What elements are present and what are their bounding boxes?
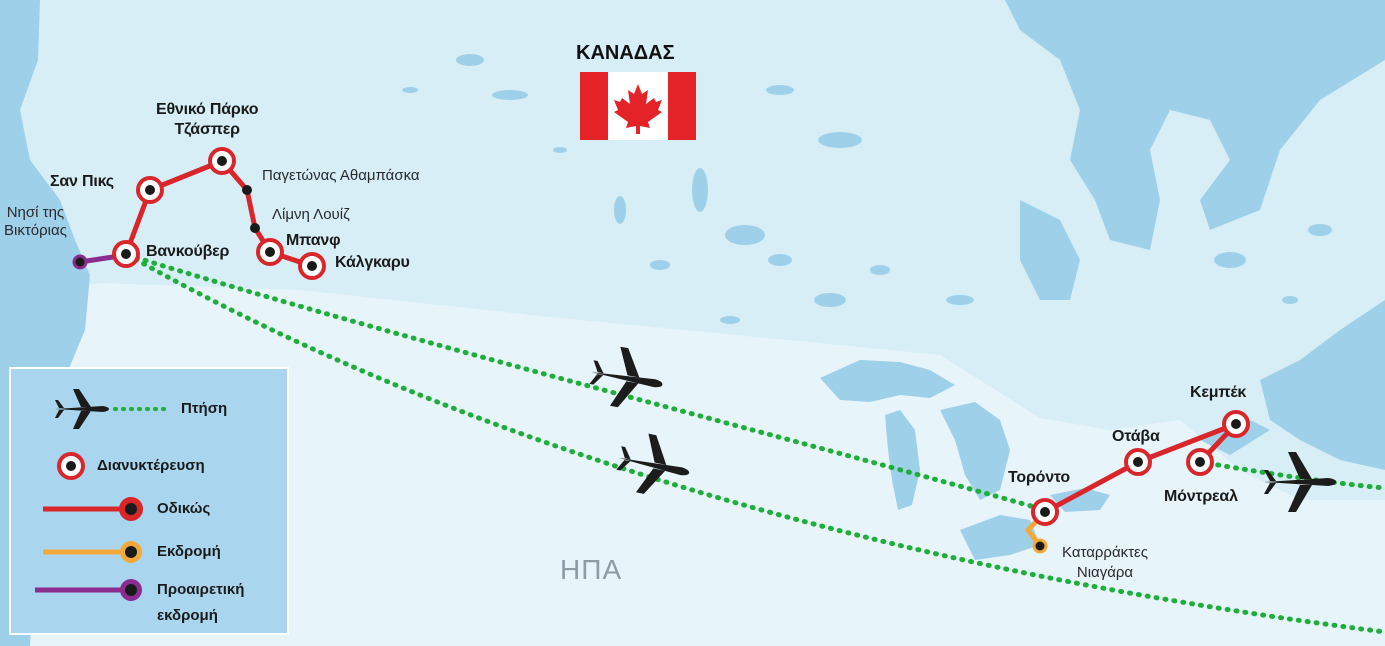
legend-symbols — [35, 389, 171, 601]
usa-label: ΗΠΑ — [560, 554, 623, 585]
place-label-sun-peaks: Σαν Πικς — [50, 173, 114, 190]
legend-label-overnight: Διανυκτέρευση — [97, 457, 205, 474]
place-label-calgary: Κάλγκαρυ — [335, 254, 410, 271]
lake-superior — [820, 360, 955, 402]
place-label-lake-louise: Λίμνη Λουίζ — [272, 206, 350, 223]
place-label-vancouver: Βανκούβερ — [146, 243, 230, 260]
place-label-banff: Μπανφ — [286, 232, 341, 249]
place-label-toronto: Τορόντο — [1008, 469, 1070, 486]
place-label-jasper: Εθνικό Πάρκο Τζάσπερ — [156, 101, 259, 138]
overnight-marker-dots — [121, 156, 1241, 517]
flight-route-east — [1197, 459, 1385, 491]
lake-ontario — [1050, 488, 1110, 512]
legend-label-optional-excursion: Προαιρετική εκδρομή — [157, 581, 245, 624]
plane-icon — [1264, 452, 1336, 512]
james-bay — [1020, 200, 1080, 300]
atlantic-water — [1260, 300, 1385, 470]
plane-icon — [55, 389, 109, 429]
hudson-bay — [900, 0, 1385, 250]
usa-land — [0, 283, 1385, 646]
stop-dots — [72, 185, 1048, 554]
map-legend: Πτήση Διανυκτέρευση Οδικώς Εκδρομή Προαι… — [9, 367, 289, 635]
place-label-niagara: Καταρράκτες Νιαγάρα — [1062, 544, 1148, 581]
scattered-lakes — [402, 54, 1332, 324]
plane-icon — [616, 433, 690, 494]
place-label-victoria: Νησί της Βικτόριας — [4, 204, 67, 239]
flight-route-lower — [125, 252, 1385, 635]
place-label-montreal: Μόντρεαλ — [1164, 488, 1238, 505]
place-label-quebec: Κεμπέκ — [1190, 384, 1247, 401]
lake-erie — [960, 515, 1040, 560]
place-label-ottawa: Οτάβα — [1112, 428, 1160, 445]
legend-label-flight: Πτήση — [181, 400, 228, 417]
country-title: ΚΑΝΑΔΑΣ — [576, 42, 675, 64]
flight-route-upper — [125, 252, 1048, 513]
overnight-markers — [112, 147, 1250, 526]
legend-label-excursion: Εκδρομή — [157, 543, 221, 560]
lake-michigan — [885, 410, 920, 510]
road-route-east — [1043, 421, 1239, 515]
canada-flag — [580, 72, 696, 140]
lake-huron — [940, 402, 1010, 500]
legend-label-road: Οδικώς — [157, 500, 211, 517]
place-label-athabasca: Παγετώνας Αθαμπάσκα — [262, 167, 420, 184]
plane-icon — [589, 346, 663, 408]
